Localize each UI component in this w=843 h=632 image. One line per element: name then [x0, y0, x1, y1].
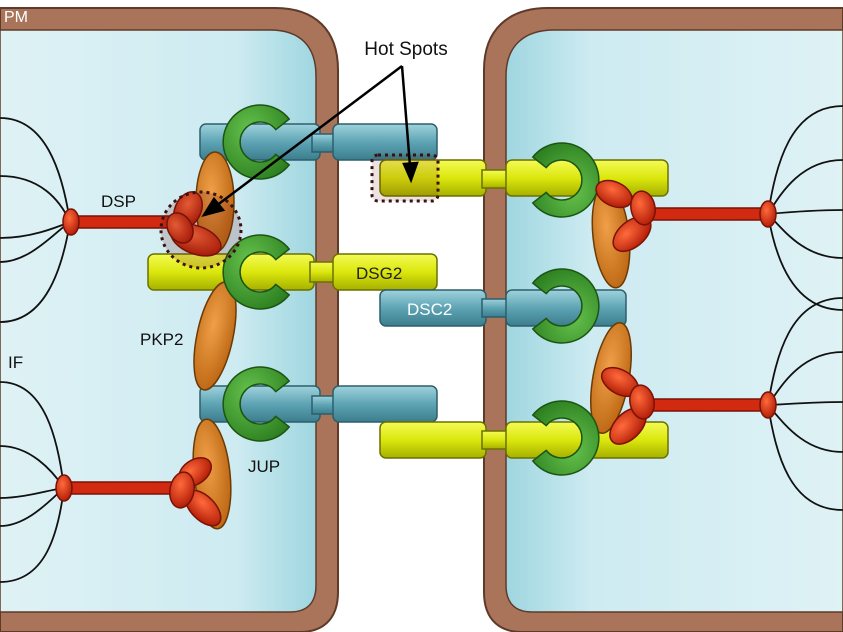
pm-label: PM — [4, 9, 28, 26]
hot-spots-arrows — [201, 65, 419, 218]
pkp2-label: PKP2 — [140, 330, 183, 349]
hot-spots-label: Hot Spots — [364, 39, 447, 60]
hotspot-dsg2-ring — [370, 153, 440, 203]
dsp-head-left-top — [166, 191, 222, 257]
jup-left — [222, 104, 291, 442]
jup-right — [531, 142, 600, 476]
dsg2-label: DSG2 — [356, 264, 402, 283]
dsp-head-right-bottom — [600, 366, 655, 445]
dsp-rod-left-top — [62, 208, 177, 236]
if-label: IF — [8, 353, 23, 372]
jup-label: JUP — [248, 457, 280, 476]
pkp2-right — [590, 183, 632, 434]
hotspot-dsp-ring — [159, 190, 243, 270]
dsc2-label: DSC2 — [407, 300, 452, 319]
dsp-label: DSP — [101, 192, 136, 211]
dsp-head-right-top — [595, 179, 656, 253]
dsp-head-left-bottom — [169, 456, 222, 527]
left-cell-cytoplasm — [0, 29, 317, 613]
dsp-rod-right-top — [649, 200, 777, 228]
